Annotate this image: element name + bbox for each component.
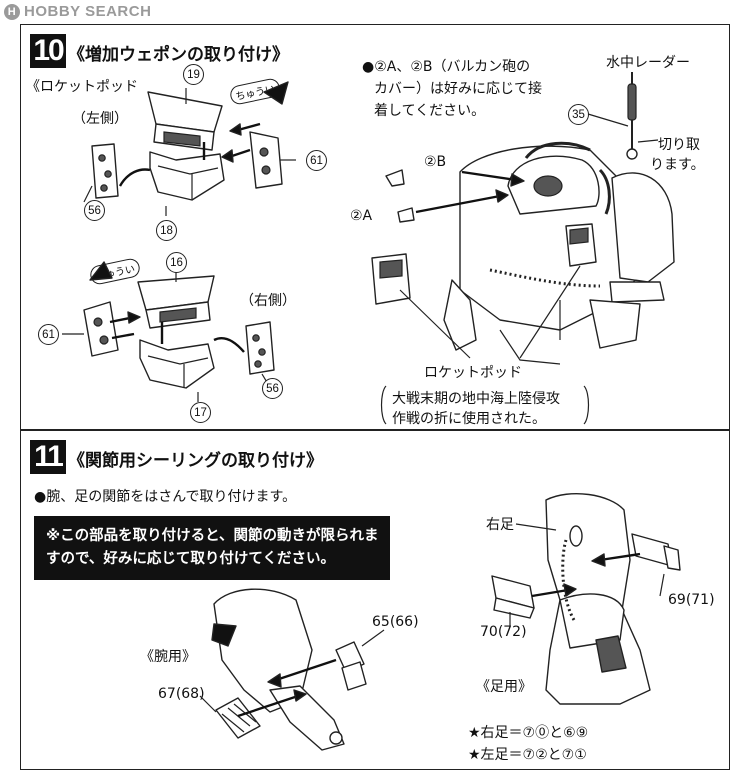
- warning-line-1: ※この部品を取り付けると、関節の動きが限られま: [46, 528, 379, 544]
- sonar-label: 水中レーダー: [606, 55, 690, 71]
- legend-line-2: ★左足＝⑦②と⑦①: [468, 747, 587, 763]
- left-side-label: （左側）: [72, 111, 128, 127]
- part-19-marker: 19: [183, 64, 204, 85]
- right-side-label: （右側）: [240, 293, 296, 309]
- step11-number: 11: [30, 440, 66, 474]
- part-2b-label: ②B: [424, 154, 447, 170]
- part-2a-label: ②A: [350, 208, 373, 224]
- right-leg-label: 右足: [486, 517, 514, 533]
- note-line-1: ●②A、②B（バルカン砲の: [362, 59, 531, 75]
- legend-line-1: ★右足＝⑦⓪と⑥⑨: [468, 725, 589, 741]
- arm-label: 《腕用》: [140, 649, 196, 665]
- mobile-suit-illustration: [371, 72, 675, 425]
- part-16-marker: 16: [166, 252, 187, 273]
- part-35-marker: 35: [568, 104, 589, 125]
- cut-off-line-2: ります。: [650, 157, 705, 173]
- watermark-text: HOBBY SEARCH: [24, 3, 152, 20]
- part-70-72-marker: 70(72): [480, 624, 527, 640]
- step11-frame: [20, 430, 730, 770]
- cut-off-line-1: 切り取: [658, 137, 700, 153]
- rocket-pod-right-illustration: [62, 261, 275, 402]
- part-65-66-marker: 65(66): [372, 614, 419, 630]
- watermark-badge: H: [4, 3, 20, 20]
- note-line-3: 着してください。: [374, 103, 486, 119]
- part-69-71-marker: 69(71): [668, 592, 715, 608]
- rocket-pod-left-illustration: [83, 81, 296, 216]
- step11-title: 《関節用シーリングの取り付け》: [68, 451, 323, 471]
- part-56-marker-a: 56: [84, 200, 105, 221]
- step10-frame: [20, 24, 730, 430]
- watermark: H HOBBY SEARCH: [4, 3, 151, 20]
- warning-banner: ※この部品を取り付けると、関節の動きが限られま すので、好みに応じて取り付けてく…: [34, 516, 390, 580]
- note-line-2: カバー）は好みに応じて接: [374, 81, 542, 97]
- rocket-pod-caption: ロケットポッド: [424, 365, 522, 381]
- rocket-pod-label: 《ロケットポッド: [26, 79, 138, 95]
- leg-label: 《足用》: [476, 679, 532, 695]
- step10-title: 《増加ウェポンの取り付け》: [68, 45, 289, 65]
- part-61-marker-a: 61: [306, 150, 327, 171]
- step10-number: 10: [30, 34, 66, 68]
- warning-line-2: すので、好みに応じて取り付けてください。: [46, 551, 335, 567]
- part-67-68-marker: 67(68): [158, 686, 205, 702]
- history-line-1: 大戦末期の地中海上陸侵攻: [392, 391, 560, 407]
- part-17-marker: 17: [190, 402, 211, 423]
- part-18-marker: 18: [156, 220, 177, 241]
- history-line-2: 作戦の折に使用された。: [392, 411, 546, 427]
- part-56-marker-b: 56: [262, 378, 283, 399]
- part-61-marker-b: 61: [38, 324, 59, 345]
- step11-instruction: ●腕、足の関節をはさんで取り付けます。: [34, 489, 297, 505]
